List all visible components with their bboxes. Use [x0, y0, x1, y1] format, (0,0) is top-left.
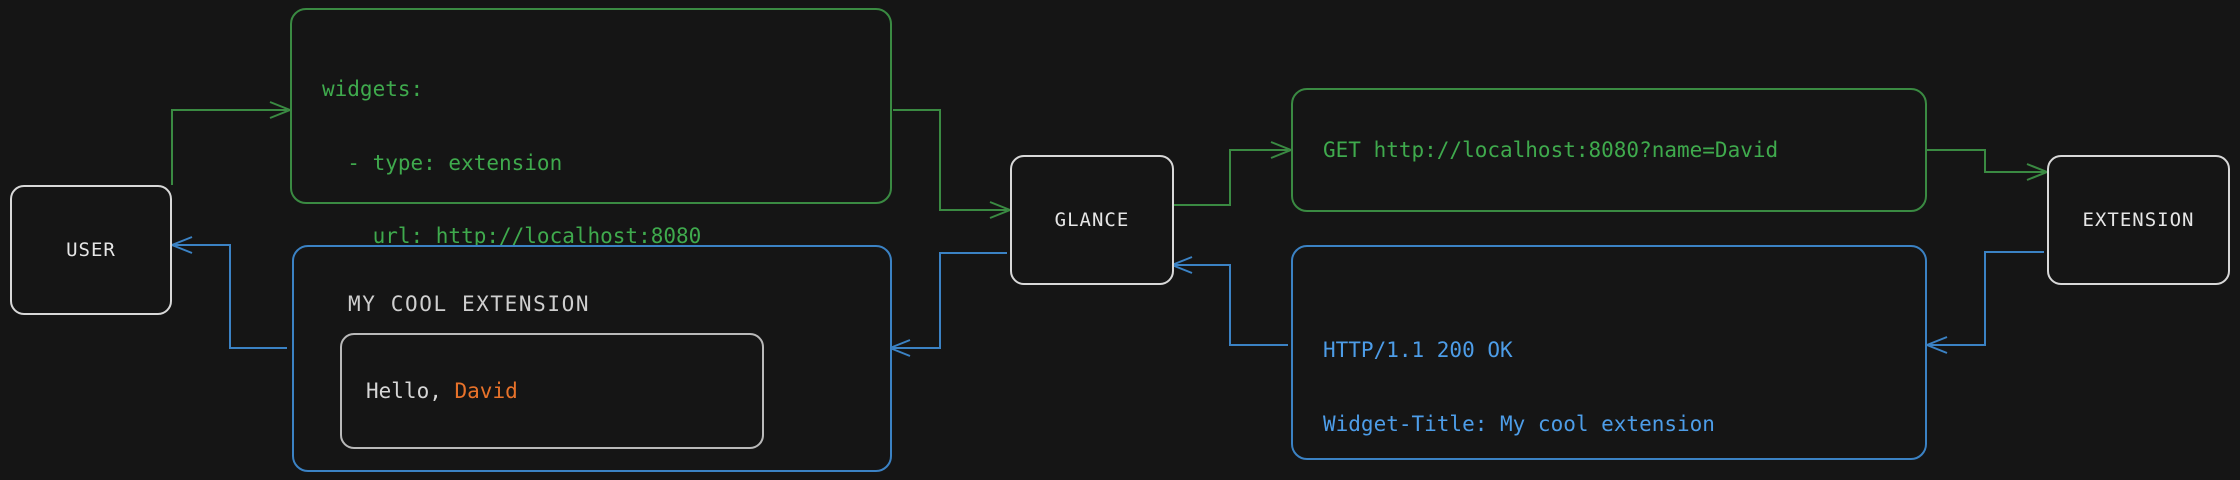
- rendered-widget-title: MY COOL EXTENSION: [348, 292, 591, 316]
- node-glance[interactable]: GLANCE: [1010, 155, 1174, 285]
- http-request-box: GET http://localhost:8080?name=David: [1291, 88, 1927, 212]
- http-response-line: Widget-Title: My cool extension: [1323, 411, 1715, 436]
- node-extension[interactable]: EXTENSION: [2047, 155, 2230, 285]
- rendered-widget-box: MY COOL EXTENSION Hello, David: [292, 245, 892, 472]
- http-response-line: HTTP/1.1 200 OK: [1323, 338, 1513, 362]
- rendered-widget-greeting-prefix: Hello,: [366, 379, 455, 403]
- config-yaml-box: widgets: - type: extension url: http://l…: [290, 8, 892, 469]
- http-response-box: HTTP/1.1 200 OK Widget-Title: My cool ex…: [1291, 245, 1927, 460]
- config-yaml-line: - type: extension: [322, 150, 563, 175]
- rendered-widget-content-frame: Hello, David: [340, 333, 764, 449]
- config-yaml-line: url: http://localhost:8080: [322, 224, 702, 248]
- node-extension-label: EXTENSION: [2082, 209, 2195, 231]
- node-user[interactable]: USER: [10, 185, 172, 315]
- http-request-line: GET http://localhost:8080?name=David: [1323, 137, 1779, 162]
- node-user-label: USER: [66, 239, 116, 261]
- config-yaml-line: widgets:: [322, 77, 424, 101]
- node-glance-label: GLANCE: [1054, 209, 1130, 231]
- rendered-widget-greeting-name: David: [454, 379, 518, 403]
- rendered-widget-greeting: Hello, David: [366, 379, 518, 403]
